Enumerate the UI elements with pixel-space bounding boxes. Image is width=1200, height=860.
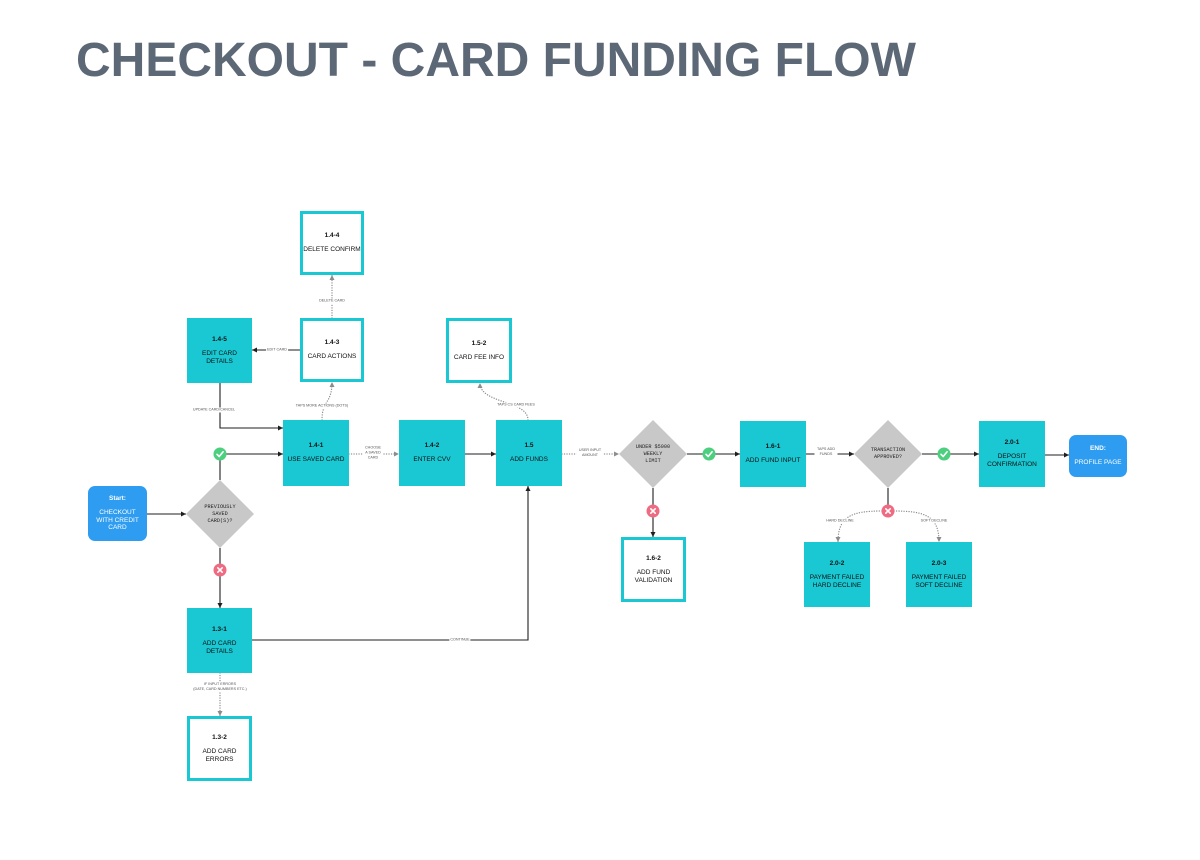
node-add-fund-input: 1.6-1 ADD FUND INPUT — [740, 421, 806, 487]
page-title: CHECKOUT - CARD FUNDING FLOW — [76, 34, 916, 87]
end-label: PROFILE PAGE — [1074, 459, 1122, 466]
node-label: DELETE CONFIRM — [303, 246, 361, 253]
edge-saved-card-yes — [219, 451, 283, 480]
start-node: Start: CHECKOUT WITH CREDIT CARD — [88, 486, 147, 541]
check-icon — [702, 447, 716, 461]
edge-label-input-errors-line: IF INPUT ERRORS — [203, 682, 237, 686]
node-label: USE SAVED CARD — [287, 456, 345, 463]
end-node: END: PROFILE PAGE — [1069, 435, 1127, 477]
edge-approval-hard-decline — [835, 510, 883, 543]
node-id: 1.3-1 — [212, 625, 227, 633]
cross-icon — [213, 563, 227, 577]
node-card-actions: 1.4-3 CARD ACTIONS — [300, 318, 364, 382]
node-id: 2.0-2 — [829, 559, 845, 567]
node-id: 2.0-1 — [1004, 439, 1020, 446]
node-delete-confirm: 1.4-4 DELETE CONFIRM — [300, 211, 364, 275]
cross-icon — [646, 504, 660, 518]
start-heading: Start: — [109, 495, 126, 503]
edge-label-user-input-amount: USER INPUT AMOUNT — [576, 448, 604, 458]
node-id: 1.4-3 — [324, 339, 340, 346]
edge-add-funds-to-card-fee-info — [477, 382, 529, 421]
end-heading: END: — [1090, 445, 1106, 452]
edge-label-taps-more-actions: TAPS MORE ACTIONS (DOTS) — [294, 403, 350, 409]
node-id: 1.5-2 — [471, 339, 487, 347]
node-payment-failed-hard: 2.0-2 PAYMENT FAILED HARD DECLINE — [804, 542, 870, 607]
node-payment-failed-soft: 2.0-3 PAYMENT FAILED SOFT DECLINE — [906, 542, 972, 607]
node-id: 1.4-4 — [324, 232, 340, 239]
node-label: ADD FUND INPUT — [745, 457, 801, 464]
edge-label-hard-decline: HARD DECLINE — [825, 518, 855, 524]
node-card-fee-info: 1.5-2 CARD FEE INFO — [446, 318, 512, 383]
edge-label-continue: CONTINUE — [449, 637, 471, 643]
node-id: 1.4-5 — [212, 335, 227, 343]
check-icon — [213, 447, 227, 461]
node-label: ADD FUND VALIDATION — [634, 568, 673, 584]
node-id: 1.6-2 — [646, 554, 661, 562]
edge-label-input-errors: IF INPUT ERRORS (DATE, CARD NUMBERS ETC.… — [192, 682, 248, 692]
cross-icon — [881, 504, 895, 518]
start-label: CHECKOUT WITH CREDIT CARD — [96, 509, 139, 532]
edge-label-delete-card: DELETE CARD — [318, 298, 346, 304]
node-id: 1.3-2 — [212, 733, 227, 741]
edge-add-card-to-add-funds — [252, 486, 531, 641]
edge-label-choose-saved-card: CHOOSE A SAVED CARD — [363, 445, 383, 461]
node-label: PAYMENT FAILED HARD DECLINE — [809, 573, 865, 589]
node-label: ADD CARD DETAILS — [202, 639, 237, 655]
decision-label: TRANSACTION APPROVED? — [870, 447, 906, 460]
node-deposit-confirmation: 2.0-1 DEPOSIT CONFIRMATION — [979, 421, 1045, 487]
node-add-fund-validation: 1.6-2 ADD FUND VALIDATION — [621, 537, 686, 602]
edge-label-taps-add-funds: TAPS ADD FUNDS — [814, 447, 838, 457]
node-label: ADD CARD ERRORS — [202, 747, 237, 763]
edge-label-edit-card: EDIT CARD — [266, 347, 288, 353]
decision-label: PREVIOUSLY SAVED CARD(S)? — [204, 503, 236, 524]
node-id: 1.6-1 — [765, 443, 781, 450]
node-label: DEPOSIT CONFIRMATION — [987, 453, 1037, 468]
node-id: 1.5 — [524, 442, 534, 449]
edge-use-saved-card-to-card-actions — [321, 381, 335, 421]
edge-label-update-card-cancel: UPDATE CARD/CANCEL — [191, 407, 237, 413]
node-enter-cvv: 1.4-2 ENTER CVV — [399, 420, 465, 486]
node-add-funds: 1.5 ADD FUNDS — [496, 420, 562, 486]
node-id: 1.4-1 — [308, 442, 324, 449]
node-use-saved-card: 1.4-1 USE SAVED CARD — [283, 420, 349, 486]
edge-edit-card-to-use-saved-card — [219, 383, 283, 431]
edge-label-input-errors-line: (DATE, CARD NUMBERS ETC.) — [193, 687, 247, 691]
edge-approval-soft-decline — [893, 510, 942, 543]
decision-label: UNDER $5000 WEEKLY LIMIT — [635, 443, 671, 464]
check-icon — [937, 447, 951, 461]
node-label: CARD ACTIONS — [307, 353, 357, 360]
node-add-card-details: 1.3-1 ADD CARD DETAILS — [187, 608, 252, 673]
node-id: 2.0-3 — [931, 559, 947, 567]
edge-label-taps-card-fees: TAPS CS CARD FEES — [496, 402, 536, 408]
node-id: 1.4-2 — [424, 442, 440, 449]
node-edit-card-details: 1.4-5 EDIT CARD DETAILS — [187, 318, 252, 383]
node-label: CARD FEE INFO — [453, 353, 505, 361]
node-add-card-errors: 1.3-2 ADD CARD ERRORS — [187, 716, 252, 781]
node-label: ENTER CVV — [413, 456, 451, 463]
node-label: ADD FUNDS — [510, 456, 548, 463]
node-label: EDIT CARD DETAILS — [202, 349, 237, 365]
edge-label-soft-decline: SOFT DECLINE — [919, 518, 949, 524]
node-label: PAYMENT FAILED SOFT DECLINE — [911, 573, 967, 589]
